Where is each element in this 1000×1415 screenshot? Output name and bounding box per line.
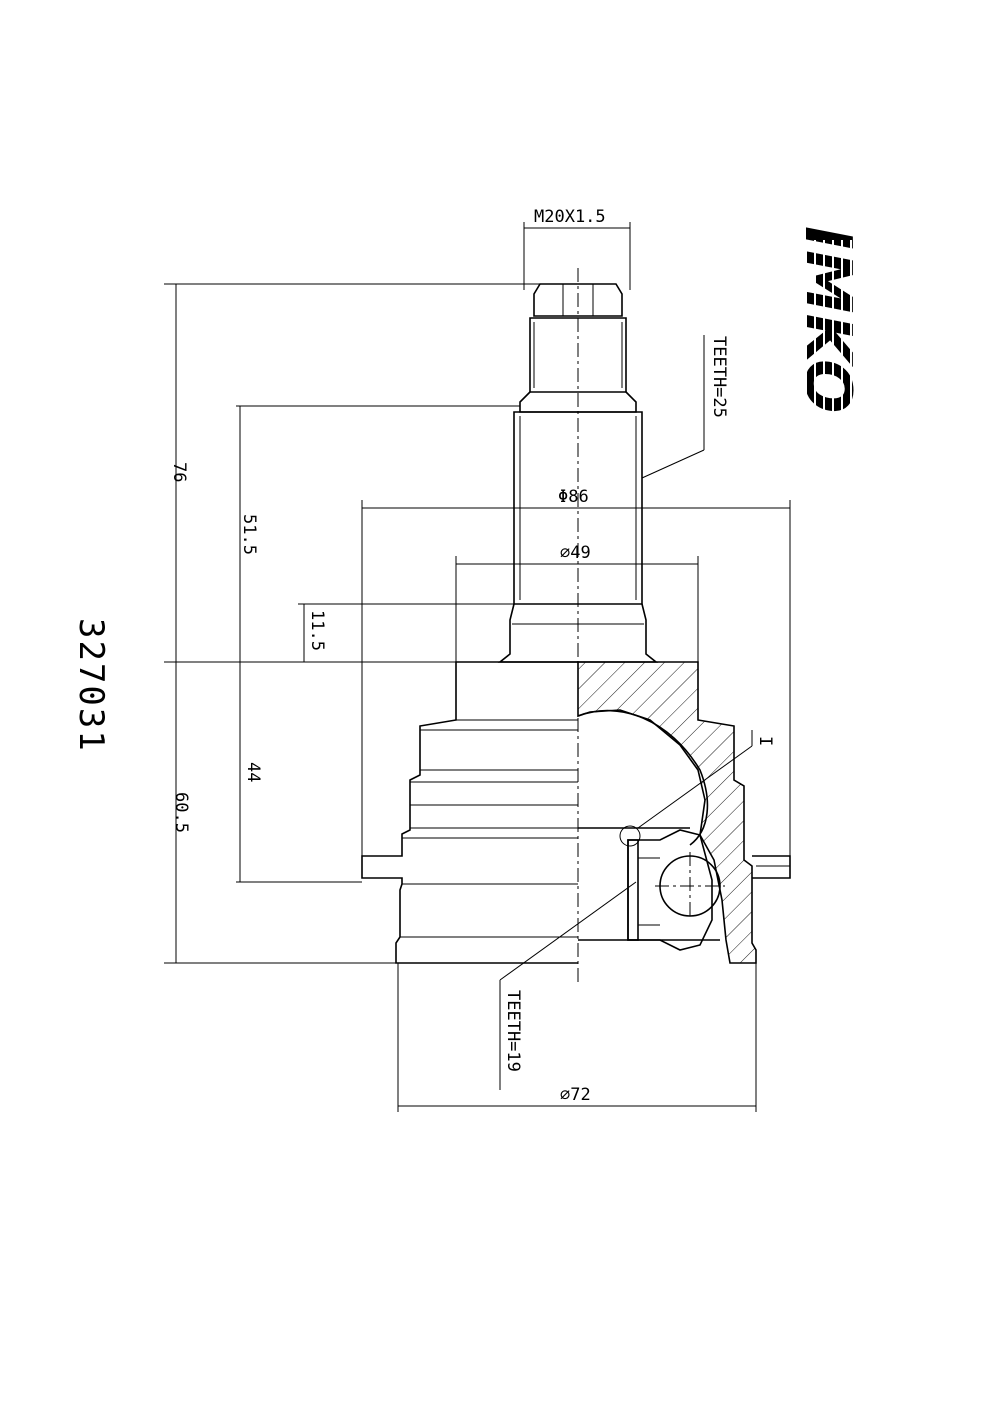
dia-86-label: Φ86	[558, 487, 589, 507]
thread-label: M20X1.5	[534, 207, 606, 227]
brand-logo: IMKO	[790, 226, 864, 420]
part-number: 327031	[71, 618, 111, 753]
len-44-label: 44	[243, 762, 263, 782]
joint-body-section	[577, 661, 791, 964]
dimension-lines	[164, 222, 791, 1112]
len-60-5-label: 60.5	[171, 792, 191, 833]
detail-mark-label: I	[755, 736, 775, 746]
len-51-5-label: 51.5	[239, 514, 259, 555]
teeth-19-label: TEETH=19	[503, 990, 523, 1072]
brand-logo-text: IMKO	[790, 226, 864, 413]
dia-49-label: ⌀49	[560, 543, 591, 563]
teeth-25-label: TEETH=25	[709, 336, 729, 418]
len-11-5-label: 11.5	[307, 610, 327, 651]
dia-72-label: ⌀72	[560, 1085, 591, 1105]
joint-body-left	[361, 661, 578, 964]
len-76-label: 76	[169, 462, 189, 482]
